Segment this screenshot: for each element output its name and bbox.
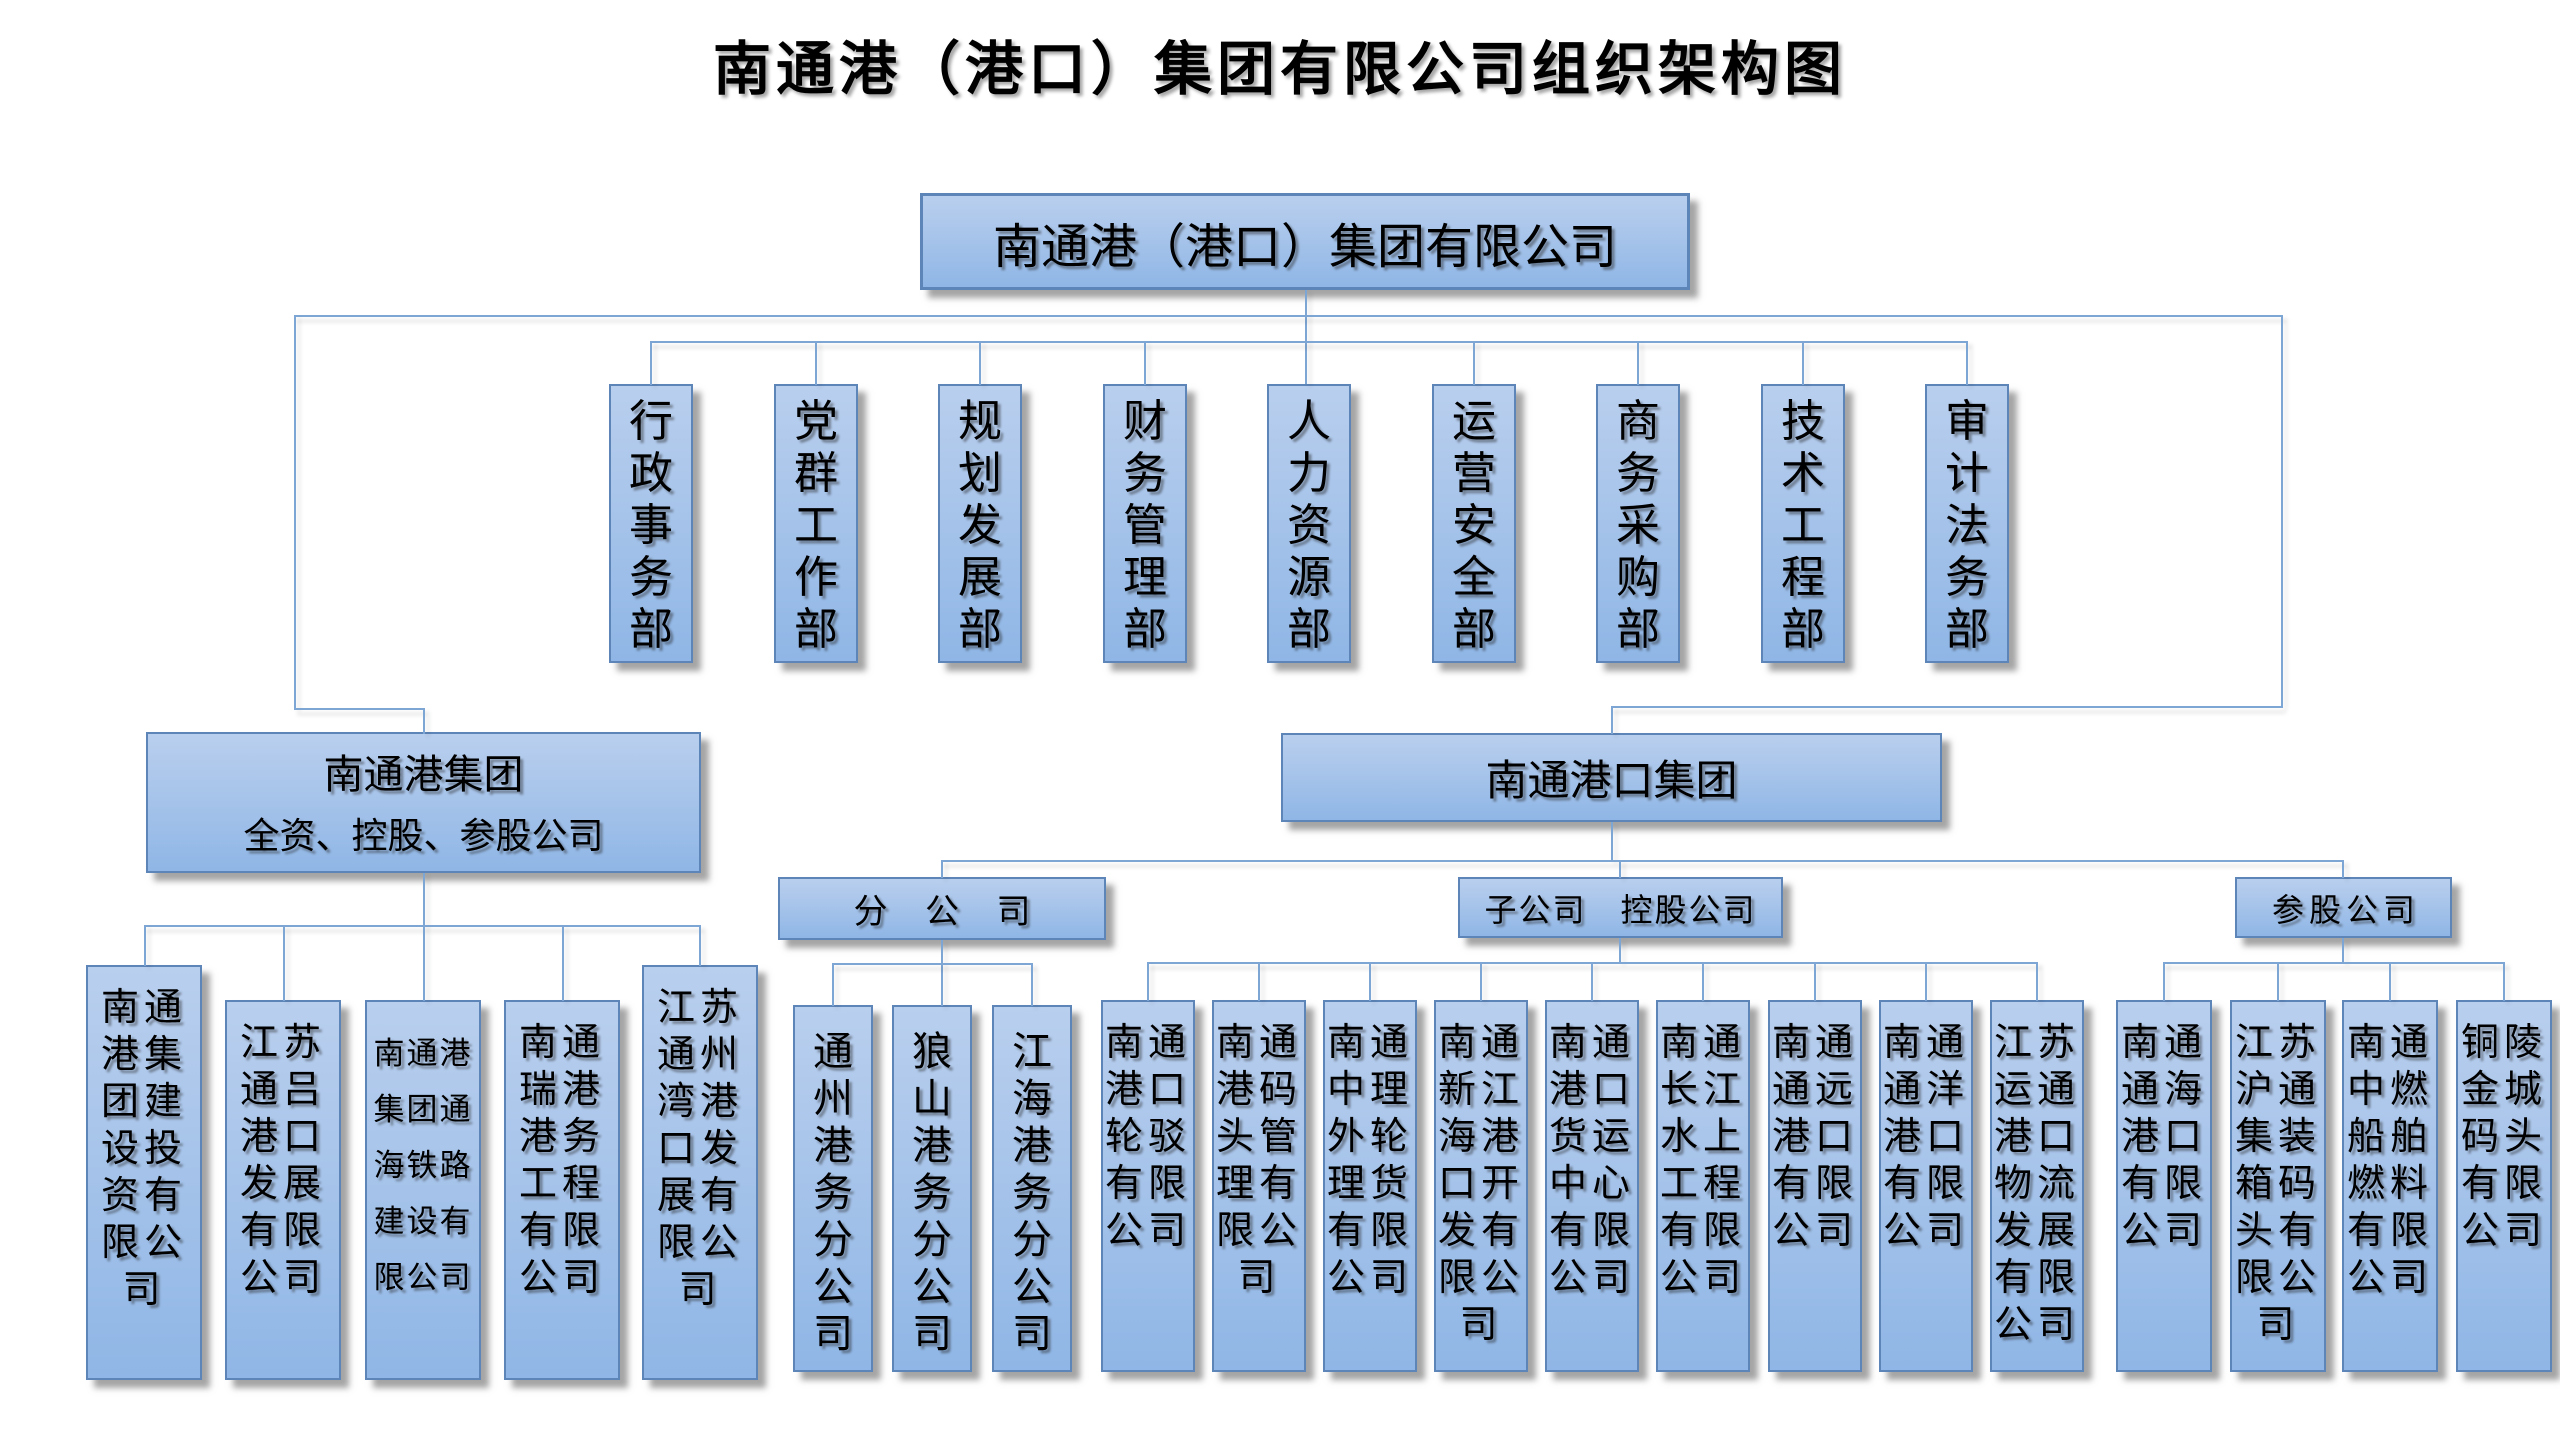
- connector-line: [1802, 341, 1804, 385]
- company-box: 南通瑞港港务工程有限公司: [504, 1000, 620, 1380]
- connector-line: [2163, 962, 2505, 964]
- department-box: 财务管理部: [1103, 384, 1187, 663]
- connector-line: [1619, 860, 1621, 878]
- company-box: 通州港务分公司: [793, 1005, 873, 1372]
- connector-line: [832, 963, 1033, 965]
- connector-line: [1637, 341, 1639, 385]
- connector-line: [1473, 341, 1475, 385]
- department-box: 规划发展部: [938, 384, 1022, 663]
- company-box: 南通中理外轮理货有限公司: [1323, 1000, 1417, 1372]
- company-box: 南通港集团通海铁路建设有限公司: [365, 1000, 481, 1380]
- connector-line: [979, 341, 981, 385]
- company-box: 南通港口货运中心有限公司: [1545, 1000, 1639, 1372]
- connector-line: [2036, 962, 2038, 1001]
- company-box: 南通通远港口有限公司: [1768, 1000, 1862, 1372]
- connector-line: [562, 925, 564, 1001]
- department-box: 党群工作部: [774, 384, 858, 663]
- connector-line: [423, 708, 425, 734]
- department-box: 运营安全部: [1432, 384, 1516, 663]
- connector-line: [1144, 341, 1146, 385]
- connector-line: [423, 925, 425, 1001]
- connector-line: [2389, 962, 2391, 1001]
- connector-line: [1480, 962, 1482, 1001]
- connector-line: [1611, 706, 1613, 734]
- company-box: 江苏沪通集装箱码头有限公司: [2230, 1000, 2326, 1372]
- company-box: 南通长江水上工程有限公司: [1656, 1000, 1750, 1372]
- connector-line: [815, 341, 817, 385]
- connector-line: [1925, 962, 1927, 1001]
- connector-line: [1305, 290, 1307, 384]
- root-box: 南通港（港口）集团有限公司: [920, 193, 1690, 290]
- connector-line: [832, 963, 834, 1006]
- group-header-equity-participation: 参股公司: [2235, 877, 2452, 938]
- connector-line: [2281, 315, 2283, 707]
- department-box: 技术工程部: [1761, 384, 1845, 663]
- connector-line: [1814, 962, 1816, 1001]
- left-group-title: 南通港集团: [323, 752, 524, 797]
- company-box: 江海港务分公司: [992, 1005, 1072, 1372]
- connector-line: [2342, 860, 2344, 878]
- department-box: 商务采购部: [1596, 384, 1680, 663]
- company-box: 南通新江海港口开发有限公司: [1434, 1000, 1528, 1372]
- connector-line: [1702, 962, 1704, 1001]
- connector-line: [2342, 938, 2344, 963]
- connector-line: [650, 341, 1968, 343]
- connector-line: [2277, 962, 2279, 1001]
- company-box: 江苏通州湾港口发展有限公司: [642, 965, 758, 1380]
- company-box: 江苏通吕港口发展有限公司: [225, 1000, 341, 1380]
- connector-line: [294, 315, 296, 709]
- connector-line: [1611, 822, 1613, 861]
- connector-line: [699, 925, 701, 966]
- connector-line: [1611, 706, 2283, 708]
- company-box: 江苏运通港口物流发展有限公司: [1990, 1000, 2084, 1372]
- connector-line: [941, 860, 943, 878]
- connector-line: [2163, 962, 2165, 1001]
- company-box: 南通通海港口有限公司: [2116, 1000, 2212, 1372]
- company-box: 南通中燃船舶燃料有限公司: [2342, 1000, 2438, 1372]
- department-box: 审计法务部: [1925, 384, 2009, 663]
- connector-line: [650, 341, 652, 385]
- left-group-subtitle: 全资、控股、参股公司: [243, 814, 604, 856]
- connector-line: [941, 940, 943, 1006]
- connector-line: [1591, 962, 1593, 1001]
- department-box: 人力资源部: [1267, 384, 1351, 663]
- connector-line: [144, 925, 146, 966]
- connector-line: [1147, 962, 1149, 1001]
- connector-line: [1619, 938, 1621, 963]
- company-box: 南通通洋港口有限公司: [1879, 1000, 1973, 1372]
- left-group-box: 南通港集团 全资、控股、参股公司: [146, 732, 701, 873]
- connector-line: [294, 315, 2283, 317]
- connector-line: [423, 873, 425, 926]
- connector-line: [144, 925, 701, 927]
- group-header-branch-companies: 分 公 司: [778, 877, 1106, 940]
- right-group-box: 南通港口集团: [1281, 733, 1942, 822]
- connector-line: [1966, 341, 1968, 385]
- connector-line: [1031, 963, 1033, 1006]
- connector-line: [1369, 962, 1371, 1001]
- connector-line: [941, 860, 2344, 862]
- company-box: 南通港集团建设投资有限公司: [86, 965, 202, 1380]
- connector-line: [1258, 962, 1260, 1001]
- company-box: 南通港码头管理有限公司: [1212, 1000, 1306, 1372]
- department-box: 行政事务部: [609, 384, 693, 663]
- chart-title: 南通港（港口）集团有限公司组织架构图: [712, 37, 1847, 102]
- group-header-subsidiaries: 子公司 控股公司: [1458, 877, 1783, 938]
- connector-line: [294, 708, 424, 710]
- company-box: 铜陵金城码头有限公司: [2456, 1000, 2552, 1372]
- company-box: 狼山港务分公司: [892, 1005, 972, 1372]
- connector-line: [2503, 962, 2505, 1001]
- company-box: 南通港口轮驳有限公司: [1101, 1000, 1195, 1372]
- connector-line: [283, 925, 285, 1001]
